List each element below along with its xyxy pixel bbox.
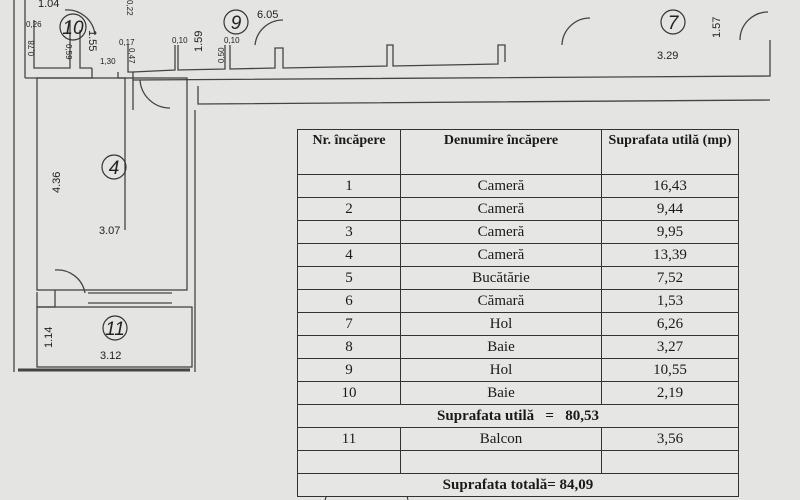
dimension: 0,59 <box>64 44 73 60</box>
room-number: 9 <box>297 358 401 382</box>
room-name: Hol <box>400 312 602 336</box>
room-number-circles <box>59 9 686 341</box>
room-number: 2 <box>297 197 401 221</box>
dimension: 0,17 <box>119 38 135 47</box>
table-row: 11 Balcon 3,56 <box>297 427 739 451</box>
header-room-number: Nr. încăpere <box>297 129 401 175</box>
room-number: 11 <box>297 427 401 451</box>
walls <box>13 0 771 372</box>
empty-cell <box>400 450 602 474</box>
dimension: 1.14 <box>43 327 55 348</box>
room-name: Cameră <box>400 197 602 221</box>
dimension: 1.57 <box>711 17 723 38</box>
room-name: Baie <box>400 381 602 405</box>
room-area: 16,43 <box>601 174 739 198</box>
room-area: 3,56 <box>601 427 739 451</box>
room-name: Balcon <box>400 427 602 451</box>
dimension: 6.05 <box>257 9 278 21</box>
dimension: 0,10 <box>172 36 188 45</box>
dimension: 1,30 <box>100 57 116 66</box>
room-area: 3,27 <box>601 335 739 359</box>
room-area: 6,26 <box>601 312 739 336</box>
total-area: Suprafata totală= 84,09 <box>297 473 739 497</box>
room-label-7: 7 <box>668 13 680 34</box>
subtotal-row: Suprafata utilă = 80,53 <box>297 404 739 428</box>
dimension: 3.07 <box>99 225 120 237</box>
room-number: 8 <box>297 335 401 359</box>
dimension: 1.59 <box>193 31 205 52</box>
room-area: 7,52 <box>601 266 739 290</box>
empty-cell <box>297 450 401 474</box>
room-number: 1 <box>297 174 401 198</box>
room-area: 13,39 <box>601 243 739 267</box>
header-room-name: Denumire încăpere <box>400 129 602 175</box>
dimension: 1.04 <box>38 0 59 10</box>
room-label-4: 4 <box>109 158 120 179</box>
dimension: 0,47 <box>127 48 136 64</box>
room-name: Cameră <box>400 174 602 198</box>
dimension: 0,22 <box>125 0 134 16</box>
dimension: 0,26 <box>26 20 42 29</box>
dimension: 3.29 <box>657 50 678 62</box>
dimension: 0,78 <box>27 40 36 56</box>
dimension: 0,10 <box>224 36 240 45</box>
dimension: 3.12 <box>100 350 121 362</box>
room-number: 5 <box>297 266 401 290</box>
room-number: 6 <box>297 289 401 313</box>
room-area: 9,95 <box>601 220 739 244</box>
room-area: 9,44 <box>601 197 739 221</box>
table-header-row: Nr. încăpere Denumire încăpere Suprafata… <box>297 129 739 175</box>
room-label-10: 10 <box>62 18 84 39</box>
empty-row <box>297 450 739 474</box>
room-label-9: 9 <box>231 13 242 34</box>
room-name: Hol <box>400 358 602 382</box>
dimension: 1.55 <box>86 30 98 51</box>
dimension: 4.36 <box>51 172 63 193</box>
room-name: Cameră <box>400 220 602 244</box>
room-area: 2,19 <box>601 381 739 405</box>
room-area: 10,55 <box>601 358 739 382</box>
room-area: 1,53 <box>601 289 739 313</box>
total-row: Suprafata totală= 84,09 <box>297 473 739 497</box>
room-number: 7 <box>297 312 401 336</box>
header-usable-area: Suprafata utilă (mp) <box>601 129 739 175</box>
room-name: Bucătărie <box>400 266 602 290</box>
room-name: Cămară <box>400 289 602 313</box>
dimension: 0,50 <box>217 47 226 63</box>
room-number: 4 <box>297 243 401 267</box>
room-label-11: 11 <box>105 319 125 340</box>
empty-cell <box>601 450 739 474</box>
room-name: Cameră <box>400 243 602 267</box>
room-number: 10 <box>297 381 401 405</box>
subtotal-usable-area: Suprafata utilă = 80,53 <box>297 404 739 428</box>
room-area-table: Nr. încăpere Denumire încăpere Suprafata… <box>297 129 739 497</box>
room-name: Baie <box>400 335 602 359</box>
room-number: 3 <box>297 220 401 244</box>
